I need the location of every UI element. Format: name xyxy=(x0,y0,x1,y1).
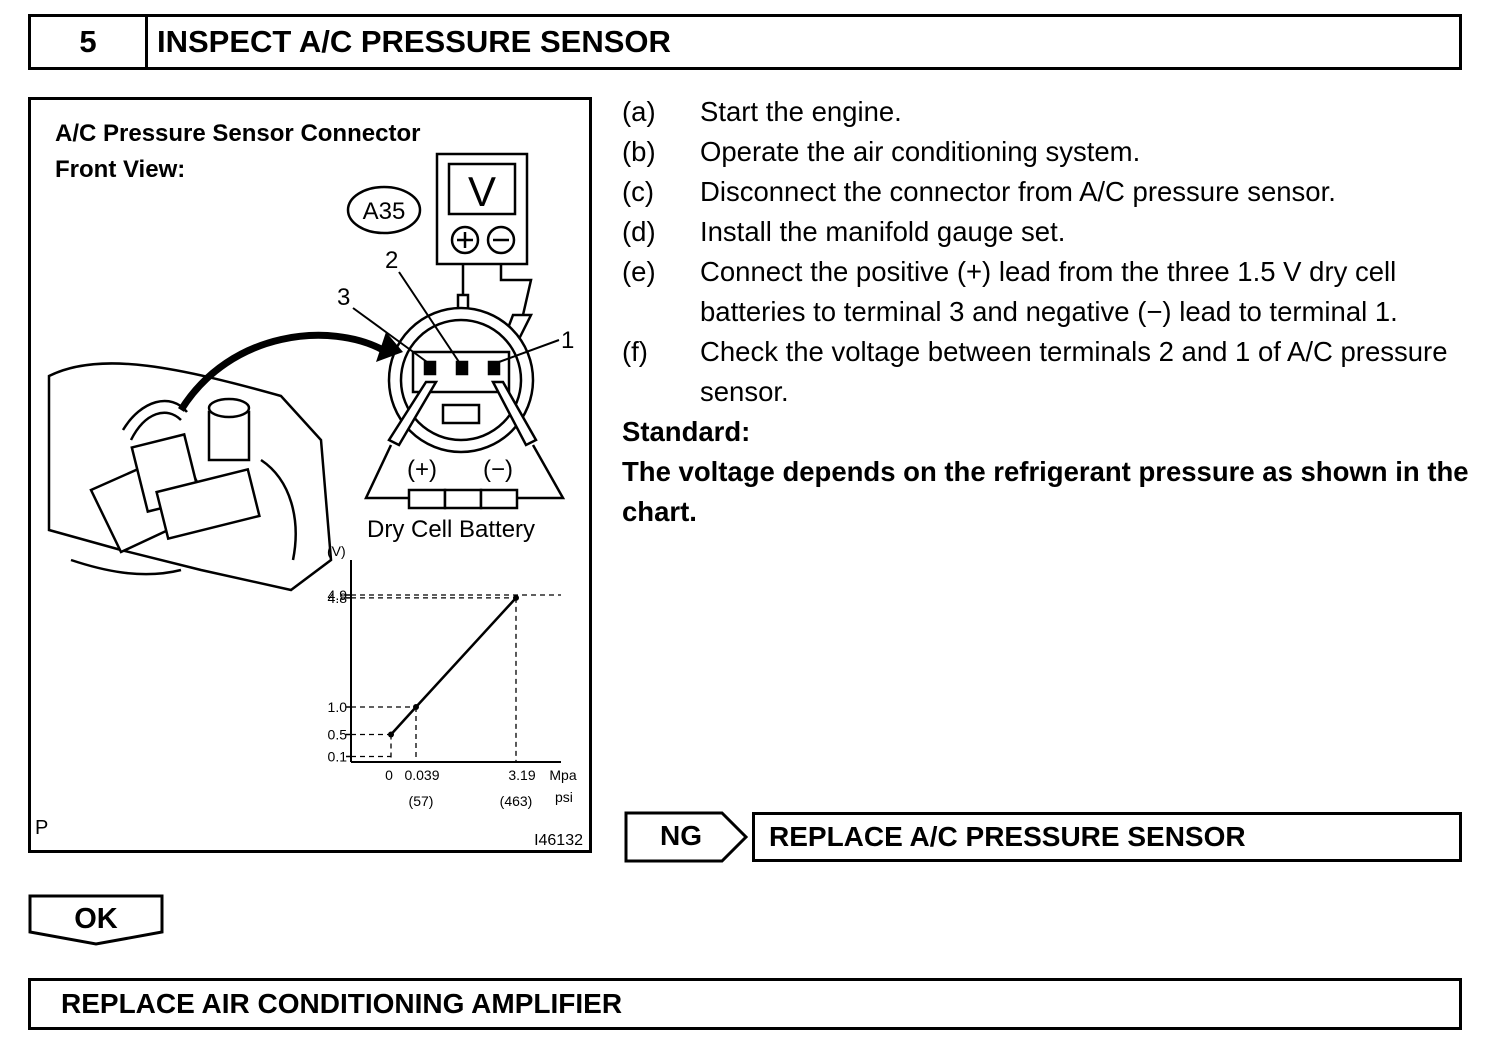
step-item: (b) Operate the air conditioning system. xyxy=(622,132,1472,172)
step-text: Check the voltage between terminals 2 an… xyxy=(700,336,1448,407)
voltage-pressure-chart: (V) 4.94.8 1.0 0.5 0.1 0 0.039 3.19 (57) (463) Mpa… xyxy=(327,543,577,809)
chart-y-tick-label: 0.1 xyxy=(328,749,348,765)
step-item: (a) Start the engine. xyxy=(622,92,1472,132)
step-text: Operate the air conditioning system. xyxy=(700,136,1141,167)
chart-y-tick-label: 4.9 xyxy=(328,587,348,603)
step-item: (f) Check the voltage between terminals … xyxy=(622,332,1472,412)
ng-action-box: REPLACE A/C PRESSURE SENSOR xyxy=(752,812,1462,862)
pointer-arrow xyxy=(178,331,385,412)
step-letter: (e) xyxy=(622,256,656,287)
step-number: 5 xyxy=(31,17,148,67)
meter-symbol: V xyxy=(468,168,496,215)
step-letter: (b) xyxy=(622,136,656,167)
ng-arrow-icon xyxy=(624,811,749,863)
ng-action-text: REPLACE A/C PRESSURE SENSOR xyxy=(769,821,1246,852)
standard-label: Standard: xyxy=(622,416,751,447)
terminal-leader-lines xyxy=(352,271,560,363)
step-letter: (d) xyxy=(622,216,656,247)
battery-label: Dry Cell Battery xyxy=(367,516,535,543)
figure-caption-line2: Front View: xyxy=(55,156,185,183)
standard-text: The voltage depends on the refrigerant p… xyxy=(622,456,1469,527)
polarity-minus: (−) xyxy=(483,456,513,483)
step-header: 5 INSPECT A/C PRESSURE SENSOR xyxy=(28,14,1462,70)
figure-code: I46132 xyxy=(534,832,583,849)
chart-x-tick-label: 0 xyxy=(385,767,393,783)
step-text: Install the manifold gauge set. xyxy=(700,216,1066,247)
polarity-plus: (+) xyxy=(407,456,437,483)
chart-y-tick-label: 4.8 xyxy=(328,590,348,606)
chart-x2-axis-label: psi xyxy=(555,789,573,805)
chart-x-tick-label: 0.039 xyxy=(404,767,439,783)
step-letter: (f) xyxy=(622,336,648,367)
voltmeter-icon xyxy=(435,152,529,266)
step-item: (c) Disconnect the connector from A/C pr… xyxy=(622,172,1472,212)
figure-corner-letter: P xyxy=(35,817,48,839)
engine-bay-illustration xyxy=(47,362,333,592)
terminal-label-3: 3 xyxy=(337,284,350,311)
terminal-label-1: 1 xyxy=(561,327,574,354)
chart-x-axis-label: Mpa xyxy=(549,767,576,783)
ng-label: NG xyxy=(660,820,702,851)
chart-y-tick-label: 0.5 xyxy=(328,727,348,743)
final-action-text: REPLACE AIR CONDITIONING AMPLIFIER xyxy=(61,988,623,1019)
chart-x2-tick-label: (463) xyxy=(500,793,533,809)
sensor-connector-icon xyxy=(387,306,535,454)
chart-series-line xyxy=(390,597,517,736)
chart-x-tick-label: 3.19 xyxy=(508,767,535,783)
battery-probes xyxy=(364,380,566,500)
dry-cell-battery-icon xyxy=(407,488,519,510)
ok-label: OK xyxy=(74,902,118,935)
step-letter: (c) xyxy=(622,176,655,207)
step-item: (d) Install the manifold gauge set. xyxy=(622,212,1472,252)
pointer-arrowhead xyxy=(376,332,403,362)
step-title: INSPECT A/C PRESSURE SENSOR xyxy=(157,24,671,59)
final-action-box: REPLACE AIR CONDITIONING AMPLIFIER xyxy=(28,978,1462,1030)
sensor-figure: A/C Pressure Sensor Connector Front View… xyxy=(28,97,592,853)
ok-arrow-icon xyxy=(28,894,164,946)
step-text: Connect the positive (+) lead from the t… xyxy=(700,256,1398,327)
chart-x2-tick-label: (57) xyxy=(409,793,434,809)
chart-y-tick-label: 1.0 xyxy=(328,699,348,715)
connector-id-badge xyxy=(346,185,422,235)
chart-y-axis-label: (V) xyxy=(327,543,346,559)
connector-id: A35 xyxy=(363,198,406,225)
step-letter: (a) xyxy=(622,96,656,127)
procedure-steps: (a) Start the engine. (b) Operate the ai… xyxy=(622,92,1472,532)
step-text: Start the engine. xyxy=(700,96,902,127)
terminal-label-2: 2 xyxy=(385,247,398,274)
figure-canvas: A/C Pressure Sensor Connector Front View… xyxy=(35,120,583,849)
step-text: Disconnect the connector from A/C pressu… xyxy=(700,176,1336,207)
step-item: (e) Connect the positive (+) lead from t… xyxy=(622,252,1472,332)
figure-caption-line1: A/C Pressure Sensor Connector xyxy=(55,120,420,147)
